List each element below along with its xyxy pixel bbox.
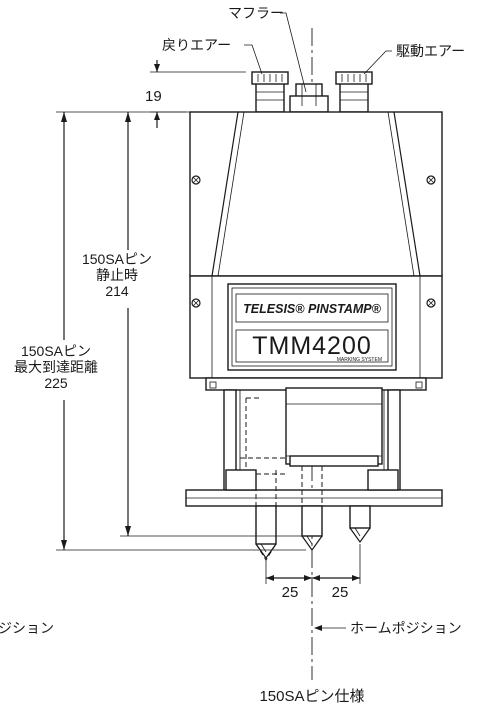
screw-icon <box>191 175 201 185</box>
nameplate-subtitle: MARKING SYSTEM <box>337 357 382 363</box>
screw-icon <box>426 298 436 308</box>
figure-caption: 150SAピン仕様 <box>259 688 364 705</box>
return-air-fitting <box>251 71 289 113</box>
rest-value: 214 <box>105 283 129 299</box>
upper-housing <box>189 111 443 277</box>
pin-left <box>255 505 277 560</box>
return-air-label: 戻りエアー <box>162 37 231 53</box>
drive-air-fitting <box>335 71 373 113</box>
max-reach-dimension: 150SAピン 最大到達距離 225 <box>14 111 306 551</box>
pin-center <box>301 466 323 552</box>
muffler-label: マフラー <box>228 5 284 21</box>
rest-dimension: 150SAピン 静止時 214 <box>82 111 302 537</box>
nameplate-brand: TELESIS® PINSTAMP® <box>243 302 381 316</box>
rest-label-2: 静止時 <box>96 267 138 283</box>
muffler-callout: マフラー <box>228 5 307 93</box>
rest-label-1: 150SAピン <box>82 251 152 267</box>
top-offset-value: 19 <box>145 88 162 105</box>
return-air-callout: 戻りエアー <box>162 37 263 75</box>
mounting-plate <box>185 469 443 507</box>
home-position-callout: ホームポジション ジション <box>0 620 462 636</box>
pin-right <box>349 505 371 544</box>
pitch-dimensions: 25 25 <box>265 544 361 601</box>
nameplate-model: TMM4200 <box>252 332 372 360</box>
muffler-fitting <box>289 83 329 113</box>
pin-mechanism <box>223 387 401 491</box>
max-label-2: 最大到達距離 <box>14 359 98 375</box>
drive-air-callout: 駆動エアー <box>363 43 465 75</box>
max-label-1: 150SAピン <box>21 343 91 359</box>
screw-icon <box>191 298 201 308</box>
pitch-right-value: 25 <box>332 584 349 601</box>
drive-air-label: 駆動エアー <box>396 43 465 59</box>
nameplate: TELESIS® PINSTAMP® TMM4200 MARKING SYSTE… <box>227 283 397 371</box>
home-position-label-cut: ジション <box>0 620 54 636</box>
max-value: 225 <box>44 375 68 391</box>
screw-icon <box>426 175 436 185</box>
pitch-left-value: 25 <box>282 584 299 601</box>
home-position-label: ホームポジション <box>350 620 462 636</box>
